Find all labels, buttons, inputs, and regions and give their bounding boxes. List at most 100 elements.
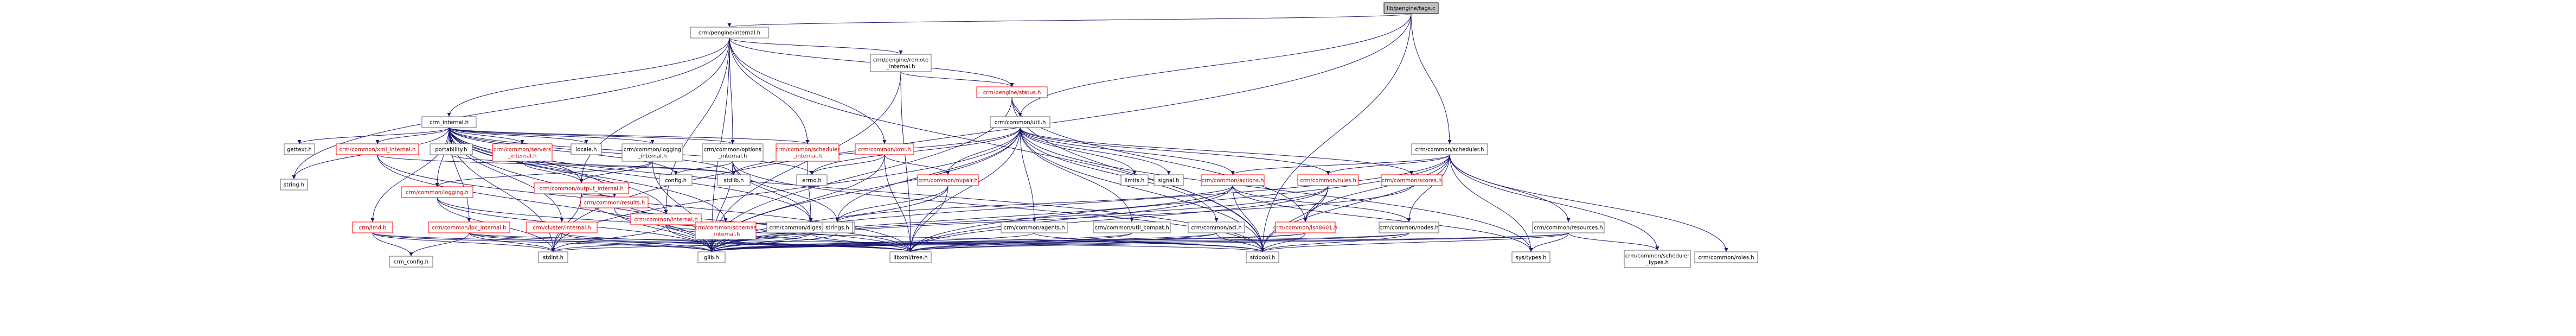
node-crm-common-nodes-h[interactable]: crm/common/nodes.h [1379, 221, 1439, 233]
node-errno-h[interactable]: errno.h [796, 174, 828, 186]
edge-n0-n1 [728, 13, 1412, 28]
node-box [990, 116, 1050, 128]
node-box [571, 143, 602, 155]
edge-n13-n28 [732, 161, 813, 223]
node-label: crm/common/scheduler [776, 147, 840, 153]
node-portability-h[interactable]: portability.h [430, 143, 473, 155]
node-label: stdlib.h [724, 178, 744, 184]
node-box [1694, 251, 1758, 263]
edge-n5-n38 [1020, 127, 1414, 175]
node-label: _internal.h [886, 64, 915, 70]
node-crm-pengine-remote-internal-h[interactable]: crm/pengine/remote_internal.h [870, 54, 932, 72]
edge-n28-n48 [810, 232, 913, 252]
edge-n14-n28 [807, 161, 813, 223]
node-crm-common-scheduler-types-h[interactable]: crm/common/scheduler_types.h [1624, 250, 1691, 268]
node-label: crm/lmd.h [359, 225, 387, 231]
node-label: stdbool.h [1250, 255, 1275, 261]
edge-n5-n49 [1020, 127, 1265, 252]
node-sys-types-h[interactable]: sys/types.h [1511, 251, 1550, 263]
edge-n25-n48 [561, 232, 913, 252]
edge-n26-n47 [614, 207, 714, 252]
node-crm-common-options-internal-h[interactable]: crm/common/options_internal.h [702, 143, 764, 162]
edge-n0-n6 [1411, 13, 1452, 144]
edge-n17-n48 [372, 232, 913, 252]
node-stdint-h[interactable]: stdint.h [538, 251, 568, 263]
node-crm-common-roles-h[interactable]: crm/common/roles.h [1694, 251, 1758, 263]
edge-n8-n47 [377, 154, 714, 252]
node-crm-common-xml-internal-h[interactable]: crm/common/xml_internal.h [336, 143, 419, 155]
node-string-h[interactable]: string.h [280, 179, 308, 191]
edge-n24-n47 [469, 232, 714, 252]
node-box [1201, 174, 1265, 186]
edge-n40-n47 [710, 232, 1409, 252]
node-crm-cluster-internal-h[interactable]: crm/cluster/internal.h [526, 221, 598, 233]
node-config-h[interactable]: config.h [659, 174, 693, 186]
node-crm-pengine-status-h[interactable]: crm/pengine/status.h [976, 86, 1048, 98]
node-crm-common-logging-h[interactable]: crm/common/logging.h [401, 186, 473, 198]
node-crm-common-logging-internal-h[interactable]: crm/common/logging_internal.h [621, 143, 683, 162]
node-label: portability.h [435, 147, 467, 153]
node-crm-common-internal-h[interactable]: crm/common/internal.h [630, 213, 702, 225]
node-box [796, 174, 828, 186]
edge-n1-n15 [729, 37, 887, 144]
edge-n6-n37 [1326, 154, 1450, 175]
node-crm-common-ipc-internal-h[interactable]: crm/common/ipc_internal.h [428, 221, 510, 233]
node-crm-common-acl-h[interactable]: crm/common/acl.h [1188, 221, 1245, 233]
node-crm-common-resources-h[interactable]: crm/common/resources.h [1532, 221, 1605, 233]
node-crm-common-iso8601-h[interactable]: crm/common/iso8601.h [1273, 221, 1338, 233]
edge-n5-n48 [908, 127, 1021, 252]
node-crm-common-agents-h[interactable]: crm/common/agents.h [1001, 221, 1068, 233]
node-crm-common-results-h[interactable]: crm/common/results.h [580, 196, 649, 208]
node-label: crm/common/iso8601.h [1273, 225, 1338, 231]
node-crm-common-schemas-internal-h[interactable]: crm/common/schemas_internal.h [695, 221, 757, 240]
node-label: _types.h [1645, 260, 1669, 266]
node-crm-common-rules-h[interactable]: crm/common/rules.h [1297, 174, 1359, 186]
node-crm-lmd-h[interactable]: crm/lmd.h [352, 221, 393, 233]
node-stdlib-h[interactable]: stdlib.h [717, 174, 751, 186]
node-signal-h[interactable]: signal.h [1154, 174, 1184, 186]
node-glib-h[interactable]: glib.h [697, 251, 726, 263]
node-libxml-tree-h[interactable]: libxml/tree.h [889, 251, 932, 263]
node-crm-common-servers-internal-h[interactable]: crm/common/servers_internal.h [492, 143, 553, 162]
edge-n25-n47 [561, 232, 714, 252]
node-crm-common-xml-h[interactable]: crm/common/xml.h [855, 143, 914, 155]
node-box [776, 143, 840, 162]
node-box [702, 143, 764, 162]
node-limits-h[interactable]: limits.h [1120, 174, 1149, 186]
node-crm-internal-h[interactable]: crm_internal.h [421, 116, 477, 128]
edge-n39-n47 [709, 232, 1306, 252]
edge-n1-n16 [292, 37, 730, 180]
node-label: crm/common/actions.h [1202, 178, 1264, 184]
node-label: crm/common/roles.h [1698, 255, 1754, 261]
node-crm-common-util-h[interactable]: crm/common/util.h [990, 116, 1050, 128]
node-crm-common-actions-h[interactable]: crm/common/actions.h [1201, 174, 1265, 186]
node-box [717, 174, 751, 186]
edge-n13-n49 [732, 161, 1265, 252]
node-box [889, 251, 932, 263]
node-label: _internal.h [718, 154, 747, 160]
node-strings-h[interactable]: strings.h [822, 221, 853, 233]
node-label: string.h [284, 182, 304, 188]
node-label: sys/types.h [1516, 255, 1547, 261]
edge-n2-n24 [448, 127, 471, 223]
node-crm-common-util-compat-h[interactable]: crm/common/util_compat.h [1093, 221, 1171, 233]
edge-n28-n46 [551, 232, 811, 252]
edge-n2-n7 [297, 127, 450, 144]
node-label: crm/common/xml.h [858, 147, 911, 153]
node-locale-h[interactable]: locale.h [571, 143, 602, 155]
node-box [822, 221, 853, 233]
node-label: crm_config.h [394, 259, 428, 265]
edge-n31-n47 [709, 232, 1035, 252]
node-stdbool-h[interactable]: stdbool.h [1246, 251, 1279, 263]
node-crm-common-nvpair-h[interactable]: crm/common/nvpair.h [917, 174, 979, 186]
node-crm-common-scheduler-h[interactable]: crm/common/scheduler.h [1411, 143, 1488, 155]
node-crm-pengine-internal-h[interactable]: crm/pengine/internal.h [690, 27, 769, 39]
node-gettext-h[interactable]: gettext.h [284, 143, 315, 155]
node-label: crm/pengine/internal.h [699, 30, 760, 36]
edge-n6-n44 [1449, 154, 1533, 252]
node-crm-common-scores-h[interactable]: crm/common/scores.h [1381, 174, 1443, 186]
node-crm-common-scheduler-internal-h[interactable]: crm/common/scheduler_internal.h [776, 143, 840, 162]
node-crm-config-h[interactable]: crm_config.h [389, 256, 433, 268]
node-crm-common-output-internal-h[interactable]: crm/common/output_internal.h [534, 182, 629, 194]
edge-n6-n43 [1449, 154, 1659, 251]
